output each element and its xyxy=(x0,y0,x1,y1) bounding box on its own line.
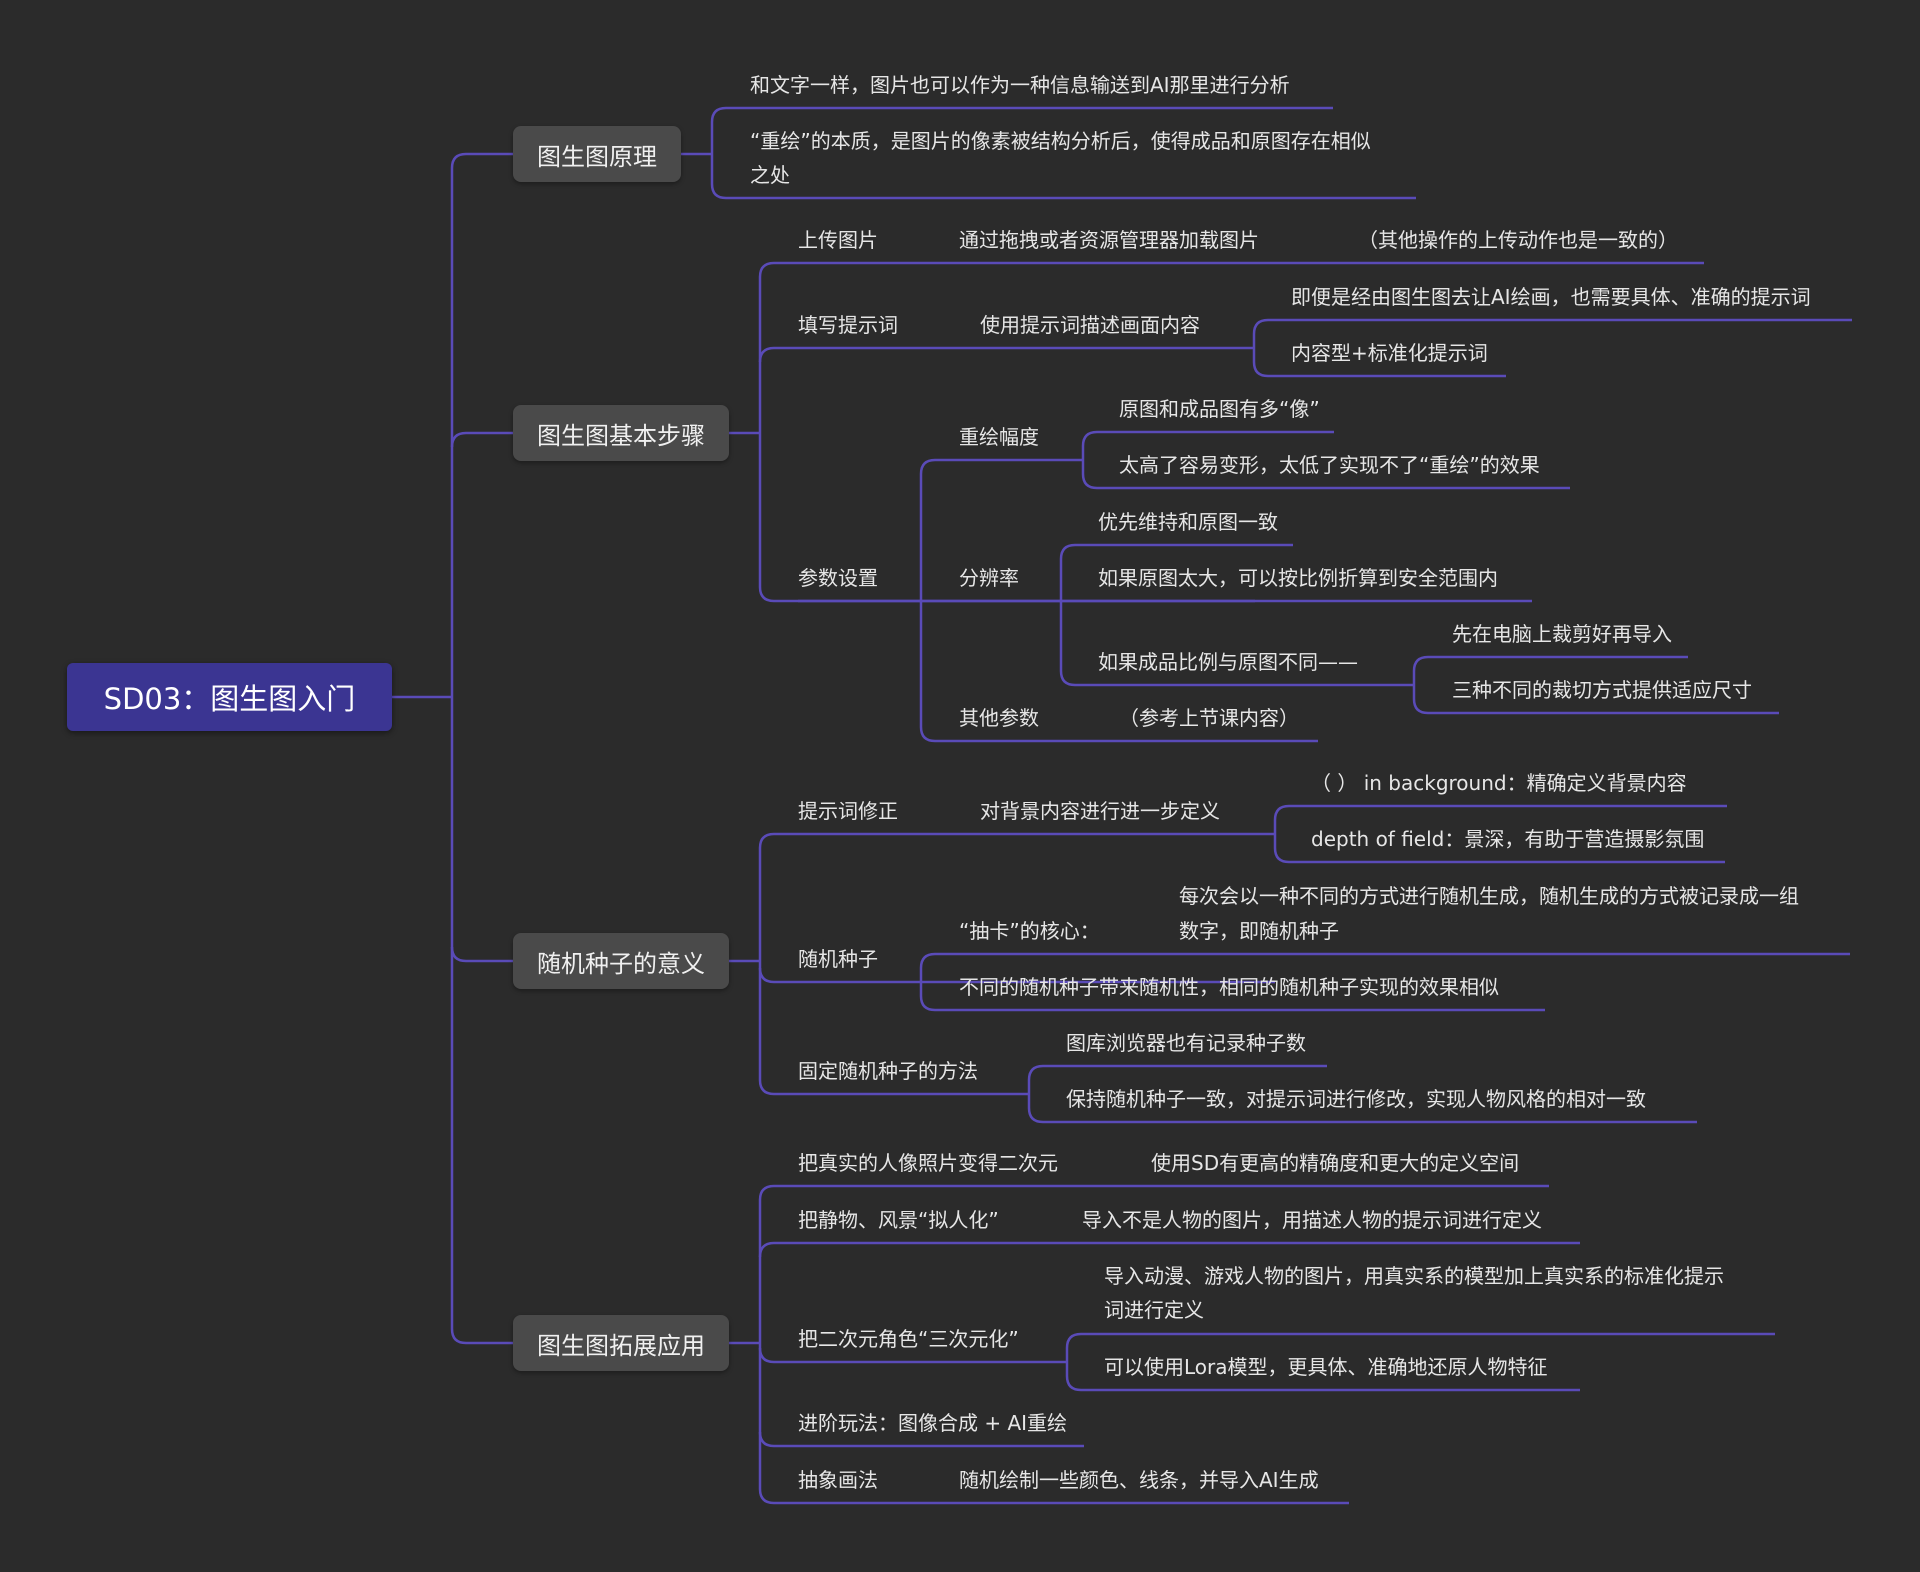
app-item: 把真实的人像照片变得二次元 xyxy=(798,1151,1058,1175)
param-resolution: 分辨率 xyxy=(959,566,1019,590)
connector-branch xyxy=(450,152,513,169)
leaf-text: 对背景内容进行进一步定义 xyxy=(980,799,1220,823)
branch-node-principle[interactable]: 图生图原理 xyxy=(513,126,681,182)
leaf-text: “重绘”的本质，是图片的像素被结构分析后，使得成品和原图存在相似 xyxy=(750,129,1371,153)
leaf-text: 可以使用Lora模型，更具体、准确地还原人物特征 xyxy=(1104,1355,1548,1379)
connector-branch xyxy=(1252,361,1506,378)
branch-label: 图生图基本步骤 xyxy=(537,421,705,450)
connector-branch xyxy=(758,1488,1349,1505)
seed-lock: 固定随机种子的方法 xyxy=(798,1059,978,1083)
leaf-text: 使用提示词描述画面内容 xyxy=(980,313,1200,337)
leaf-text: 太高了容易变形，太低了实现不了“重绘”的效果 xyxy=(1119,453,1540,477)
leaf-text: （其他操作的上传动作也是一致的） xyxy=(1358,228,1678,252)
leaf-text: 不同的随机种子带来随机性，相同的随机种子实现的效果相似 xyxy=(959,975,1499,999)
leaf-text: 使用SD有更高的精确度和更大的定义空间 xyxy=(1151,1151,1520,1175)
leaf-text: 每次会以一种不同的方式进行随机生成，随机生成的方式被记录成一组 xyxy=(1179,884,1799,908)
branch-node-apps[interactable]: 图生图拓展应用 xyxy=(513,1315,729,1371)
leaf-text: 原图和成品图有多“像” xyxy=(1119,397,1320,421)
connector-branch xyxy=(450,946,513,963)
connector-branch xyxy=(919,726,1061,743)
leaf-text: 之处 xyxy=(750,163,790,187)
leaf-text: （参考上节课内容） xyxy=(1119,706,1299,730)
connector-branch xyxy=(1027,1107,1697,1124)
connector-branch xyxy=(758,1241,1580,1258)
connector-branch xyxy=(1273,847,1725,864)
connector-branch xyxy=(919,952,1850,969)
leaf-text: 保持随机种子一致，对提示词进行修改，实现人物风格的相对一致 xyxy=(1066,1087,1646,1111)
leaf-text: 词进行定义 xyxy=(1104,1298,1204,1322)
app-item: 进阶玩法：图像合成 + AI重绘 xyxy=(798,1411,1068,1435)
branch-label: 图生图拓展应用 xyxy=(537,1331,705,1360)
step-params: 参数设置 xyxy=(798,566,878,590)
leaf-text: 即便是经由图生图去让AI绘画，也需要具体、准确的提示词 xyxy=(1291,285,1811,309)
connector-branch xyxy=(758,1347,1067,1364)
connector-branch xyxy=(1081,430,1334,447)
leaf-text: “抽卡”的核心： xyxy=(959,919,1100,943)
connector-branch xyxy=(919,995,1545,1012)
connector-branch xyxy=(1065,1375,1580,1392)
branch-node-steps[interactable]: 图生图基本步骤 xyxy=(513,405,729,461)
branch-label: 图生图原理 xyxy=(537,142,657,171)
seed-random: 随机种子 xyxy=(798,947,878,971)
connector-branch xyxy=(450,1328,513,1345)
leaf-text: 数字，即随机种子 xyxy=(1179,919,1339,943)
leaf-text: 如果原图太大，可以按比例折算到安全范围内 xyxy=(1098,566,1498,590)
connector-branch xyxy=(1273,804,1727,821)
connector-branch xyxy=(919,458,1083,475)
step-prompt: 填写提示词 xyxy=(798,313,898,337)
connector-branch xyxy=(1027,1064,1327,1081)
connector-branch xyxy=(758,346,1255,363)
connector-branch xyxy=(1065,1332,1775,1349)
connector-branch xyxy=(1252,318,1852,335)
connector-branch xyxy=(758,1431,1084,1448)
connector-branch xyxy=(758,832,1275,849)
leaf-text: 导入动漫、游戏人物的图片，用真实系的模型加上真实系的标准化提示 xyxy=(1104,1264,1724,1288)
connector-branch xyxy=(758,1184,1549,1201)
leaf-text: 随机绘制一些颜色、线条，并导入AI生成 xyxy=(959,1468,1319,1492)
leaf-text: 导入不是人物的图片，用描述人物的提示词进行定义 xyxy=(1082,1208,1542,1232)
connector-branch xyxy=(758,967,1275,984)
seed-prompt-fix: 提示词修正 xyxy=(798,799,898,823)
app-item: 把二次元角色“三次元化” xyxy=(798,1327,1019,1351)
app-item: 把静物、风景“拟人化” xyxy=(798,1208,999,1232)
leaf-text: depth of field：景深，有助于营造摄影氛围 xyxy=(1311,827,1705,851)
connector-branch xyxy=(710,106,1333,123)
leaf-text: 图库浏览器也有记录种子数 xyxy=(1066,1031,1306,1055)
leaf-text: 通过拖拽或者资源管理器加载图片 xyxy=(959,228,1259,252)
root-node[interactable]: SD03：图生图入门 xyxy=(67,663,392,731)
leaf-text: 三种不同的裁切方式提供适应尺寸 xyxy=(1452,678,1752,702)
leaf-text: 内容型+标准化提示词 xyxy=(1291,341,1488,365)
leaf-text: 如果成品比例与原图不同—— xyxy=(1098,650,1358,674)
connector-branch xyxy=(710,183,1416,200)
app-item: 抽象画法 xyxy=(798,1468,878,1492)
param-denoise: 重绘幅度 xyxy=(959,425,1039,449)
branch-label: 随机种子的意义 xyxy=(537,949,705,978)
leaf-text: 先在电脑上裁剪好再导入 xyxy=(1452,622,1672,646)
leaf-text: 和文字一样，图片也可以作为一种信息输送到AI那里进行分析 xyxy=(750,73,1290,97)
connector-branch xyxy=(1059,543,1293,560)
root-label: SD03：图生图入门 xyxy=(103,682,356,716)
connector-branch xyxy=(758,261,1704,278)
connector-branch xyxy=(1412,655,1688,672)
leaf-text: 优先维持和原图一致 xyxy=(1098,510,1278,534)
connector-branch xyxy=(450,431,513,448)
connector-branch xyxy=(1059,670,1414,687)
step-upload: 上传图片 xyxy=(798,228,878,252)
connector-branch xyxy=(758,1079,1029,1096)
connector-branch xyxy=(758,586,1255,603)
connector-branch xyxy=(1081,473,1570,490)
branch-node-seed[interactable]: 随机种子的意义 xyxy=(513,933,729,989)
connector-branch xyxy=(1412,698,1779,715)
leaf-text: （ ） in background：精确定义背景内容 xyxy=(1311,771,1687,795)
param-other: 其他参数 xyxy=(959,706,1039,730)
